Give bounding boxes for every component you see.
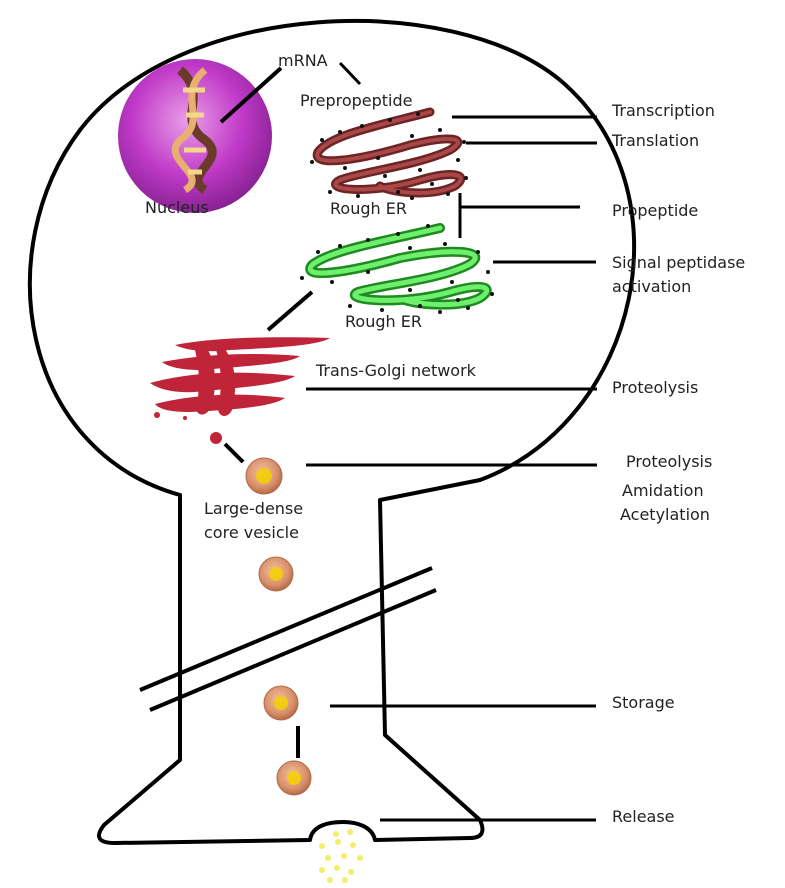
vesicle-icon [246, 458, 282, 494]
rough-er-upper-label: Rough ER [330, 199, 407, 218]
mrna-label: mRNA [278, 51, 328, 70]
rough-er-icon [300, 224, 494, 314]
signal-peptidase-label-line2: activation [612, 277, 691, 296]
rough-er-lower-label: Rough ER [345, 312, 422, 331]
proteolysis-2-label: Proteolysis [626, 452, 712, 471]
nucleus-label: Nucleus [145, 198, 209, 217]
vesicle-label-line1: Large-dense [204, 499, 303, 518]
golgi-icon [150, 337, 330, 420]
storage-label: Storage [612, 693, 675, 712]
acetylation-label: Acetylation [620, 505, 710, 524]
release-label: Release [612, 807, 675, 826]
vesicle-icon [259, 557, 293, 591]
bud-vesicle-connector [225, 444, 243, 462]
vesicle-icon [277, 761, 311, 795]
rough-er-icon [310, 112, 468, 200]
translation-label: Translation [611, 131, 699, 150]
release-granules [310, 822, 375, 883]
transcription-label: Transcription [611, 101, 715, 120]
signal-peptidase-label-line1: Signal peptidase [612, 253, 745, 272]
vesicle-label-line2: core vesicle [204, 523, 299, 542]
mrna-prepropeptide-connector [340, 63, 360, 84]
propeptide-label: Propeptide [612, 201, 698, 220]
er-golgi-connector [268, 292, 312, 330]
budding-vesicle [210, 432, 222, 444]
trans-golgi-label: Trans-Golgi network [315, 361, 477, 380]
prepropeptide-label: Prepropeptide [300, 91, 412, 110]
proteolysis-1-label: Proteolysis [612, 378, 698, 397]
amidation-label: Amidation [622, 481, 704, 500]
vesicle-icon [264, 686, 298, 720]
